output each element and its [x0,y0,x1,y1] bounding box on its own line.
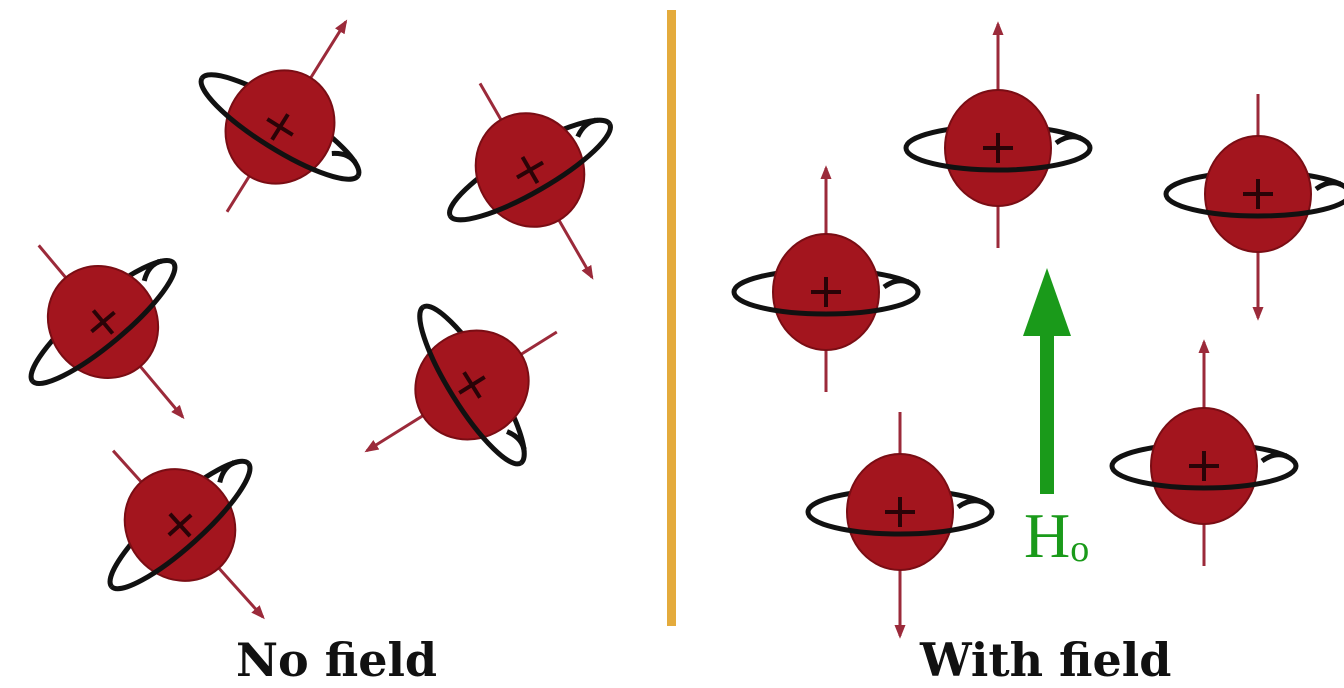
proton-aligned-3 [734,168,918,392]
proton-aligned-1 [906,24,1090,248]
spin-direction-icon [1316,183,1342,189]
panel-divider [667,10,676,626]
proton-random-2 [400,37,671,323]
field-arrow-head [1023,268,1071,336]
field-label: Ho [1024,496,1089,589]
spin-direction-icon [1262,455,1288,461]
spin-direction-icon [958,501,984,507]
no-field-panel [0,0,672,679]
field-label-subscript: o [1070,528,1089,570]
field-arrow-shaft [1040,332,1054,494]
proton-aligned-2 [1166,94,1344,318]
proton-aligned-5 [808,412,992,636]
caption-no-field: No field [236,632,437,688]
caption-with-field: With field [920,632,1171,688]
field-label-symbol: H [1024,500,1070,571]
proton-random-1 [149,0,424,261]
field-arrow [1023,268,1071,494]
spin-direction-icon [1056,137,1082,143]
proton-aligned-4 [1112,342,1296,566]
spin-direction-icon [575,118,601,136]
proton-random-4 [318,254,605,529]
spin-direction-icon [884,281,910,287]
proton-random-3 [0,186,253,476]
